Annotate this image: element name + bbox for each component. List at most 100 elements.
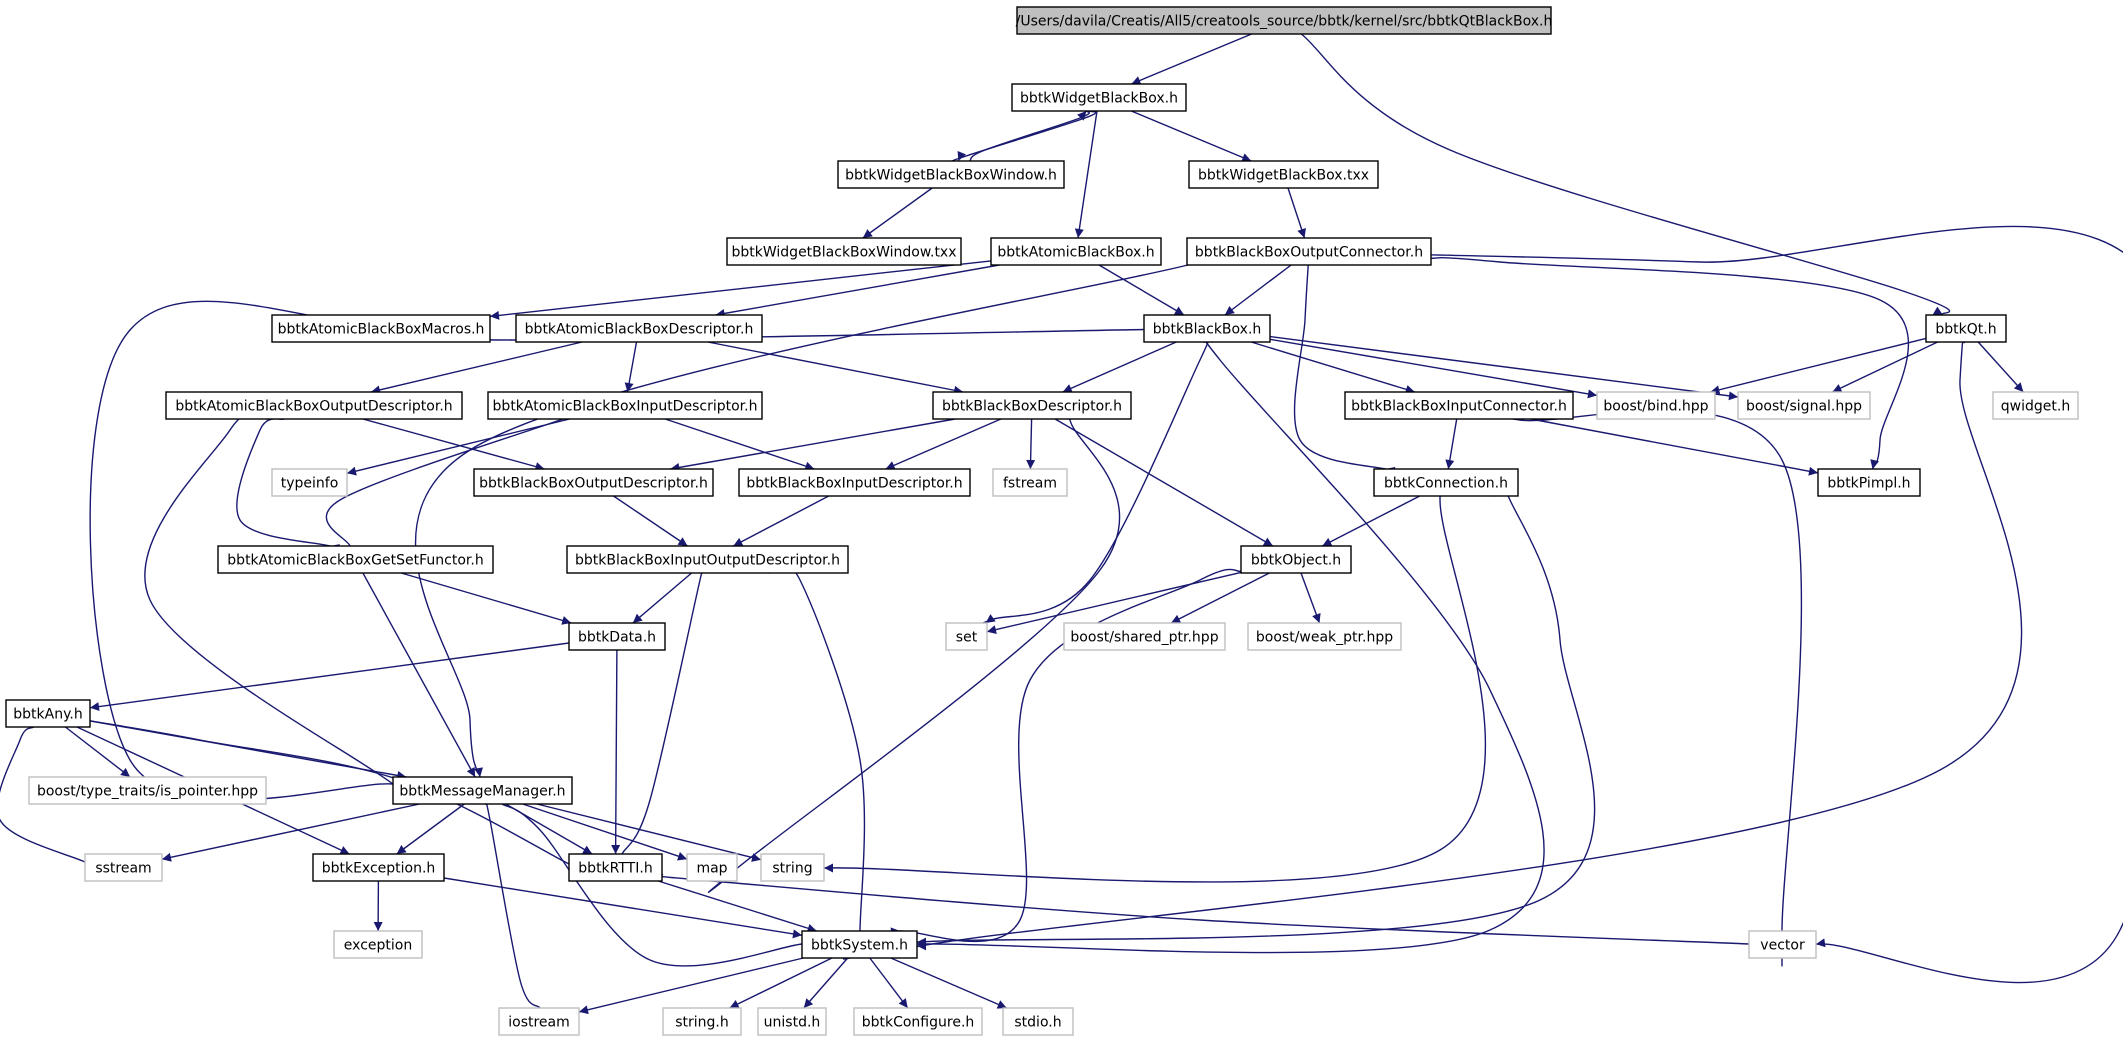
edge-bboutdesc-to-bbiodesc [613, 495, 688, 547]
edge-blackbox-to-boostsignal [1269, 335, 1739, 401]
node-label: bbtkQt.h [1935, 322, 1996, 338]
node-widgetbb[interactable]: bbtkWidgetBlackBox.h [1011, 83, 1187, 112]
node-label: boost/signal.hpp [1746, 399, 1862, 415]
node-qwidget: qwidget.h [1992, 391, 2079, 420]
node-label: qwidget.h [2001, 399, 2070, 415]
node-rtti[interactable]: bbtkRTTI.h [568, 853, 663, 882]
node-wbbtxx[interactable]: bbtkWidgetBlackBox.txx [1188, 160, 1379, 189]
node-label: bbtkAtomicBlackBoxDescriptor.h [525, 322, 754, 338]
node-atomicdesc[interactable]: bbtkAtomicBlackBoxDescriptor.h [515, 314, 763, 343]
node-set: set [945, 622, 988, 651]
edge-getset-to-msgmgr [362, 572, 476, 778]
node-bboutconn[interactable]: bbtkBlackBoxOutputConnector.h [1186, 237, 1432, 266]
node-atomicbb[interactable]: bbtkAtomicBlackBox.h [990, 237, 1162, 266]
edge-bboutconn-to-vector [1430, 225, 2123, 984]
node-box [392, 776, 573, 805]
node-box [1596, 391, 1716, 420]
edge-qt-to-qwidget [1977, 341, 2024, 393]
node-label: typeinfo [281, 476, 339, 492]
edge-root-to-widgetbb [1131, 33, 1252, 85]
node-box [1016, 6, 1552, 35]
node-box [686, 853, 738, 882]
node-label: unistd.h [764, 1015, 821, 1031]
node-label: fstream [1003, 476, 1057, 492]
node-box [757, 1007, 827, 1036]
node-box [498, 1007, 580, 1036]
node-label: exception [344, 938, 412, 954]
node-box [837, 160, 1065, 189]
node-label: bbtkPimpl.h [1827, 476, 1910, 492]
edge-atomicbb-to-blackbox [1098, 264, 1185, 316]
edge-system-to-unistd [803, 957, 849, 1009]
node-label: bbtkWidgetBlackBoxWindow.h [845, 168, 1057, 184]
edge-atomicindesc-to-bbindesc [664, 418, 815, 471]
node-label: bbtkWidgetBlackBox.h [1020, 91, 1178, 107]
node-label: string.h [675, 1015, 729, 1031]
edge-bbdesc-to-bbindesc [885, 418, 1002, 470]
edge-connection-to-string [779, 472, 1487, 883]
node-box [1817, 468, 1921, 497]
edge-blackbox-to-bbdesc [1062, 341, 1177, 393]
edge-atomicoutdesc-to-bboutdesc [362, 418, 545, 471]
node-bbdesc[interactable]: bbtkBlackBoxDescriptor.h [932, 391, 1132, 420]
node-label: boost/type_traits/is_pointer.hpp [37, 784, 258, 800]
edge-bbdesc-to-object [1054, 418, 1274, 547]
node-object[interactable]: bbtkObject.h [1240, 545, 1352, 574]
node-bboutdesc[interactable]: bbtkBlackBoxOutputDescriptor.h [473, 468, 714, 497]
edge-bboutconn-to-connection [1293, 264, 1397, 476]
node-blackbox[interactable]: bbtkBlackBox.h [1143, 314, 1271, 343]
node-qt[interactable]: bbtkQt.h [1925, 314, 2007, 343]
node-label: iostream [508, 1015, 570, 1031]
node-msgmgr[interactable]: bbtkMessageManager.h [392, 776, 573, 805]
node-atomicindesc[interactable]: bbtkAtomicBlackBoxInputDescriptor.h [487, 391, 763, 420]
node-label: bbtkBlackBoxOutputDescriptor.h [479, 476, 708, 492]
edge-bbdesc-to-fstream [1026, 418, 1036, 470]
node-typeinfo: typeinfo [271, 468, 348, 497]
node-box [566, 545, 849, 574]
node-wbbwin[interactable]: bbtkWidgetBlackBoxWindow.h [837, 160, 1065, 189]
node-macros[interactable]: bbtkAtomicBlackBoxMacros.h [271, 314, 491, 343]
edge-wbbwin-to-widgetbb [969, 110, 1090, 162]
node-data[interactable]: bbtkData.h [568, 622, 666, 651]
edge-wbbtxx-to-bboutconn [1287, 187, 1306, 239]
node-exception_h[interactable]: bbtkException.h [312, 853, 445, 882]
node-box [990, 237, 1162, 266]
edge-msgmgr-to-string [536, 803, 762, 862]
edge-atomicbb-to-atomicdesc [715, 264, 1000, 318]
node-box [1925, 314, 2007, 343]
node-box [271, 468, 348, 497]
node-wbbwintxx[interactable]: bbtkWidgetBlackBoxWindow.txx [726, 237, 962, 266]
edge-system-to-stdio [890, 957, 1007, 1009]
edge-msgmgr-to-exception_h [396, 803, 465, 855]
node-system[interactable]: bbtkSystem.h [801, 930, 918, 959]
node-label: bbtkException.h [322, 861, 436, 877]
node-connection[interactable]: bbtkConnection.h [1373, 468, 1519, 497]
node-map: map [686, 853, 738, 882]
edge-atomicdesc-to-atomicindesc [624, 341, 638, 393]
node-bbindesc[interactable]: bbtkBlackBoxInputDescriptor.h [738, 468, 971, 497]
node-label: bbtkAtomicBlackBox.h [997, 245, 1154, 261]
node-label: bbtkBlackBoxInputDescriptor.h [746, 476, 962, 492]
node-root[interactable]: /Users/davila/Creatis/All5/creatools_sou… [1016, 6, 1553, 35]
edge-root-to-qt [1300, 33, 1951, 316]
node-bbiodesc[interactable]: bbtkBlackBoxInputOutputDescriptor.h [566, 545, 849, 574]
node-label: bbtkBlackBox.h [1153, 322, 1262, 338]
edge-rtti-to-system [658, 880, 817, 933]
node-any[interactable]: bbtkAny.h [5, 699, 91, 728]
node-box [945, 622, 988, 651]
edge-bbiodesc-to-data [632, 572, 693, 624]
node-box [1063, 622, 1226, 651]
edge-widgetbb-to-atomicbb [1074, 110, 1098, 239]
node-box [487, 391, 763, 420]
edge-blackbox-to-set [980, 336, 1211, 625]
node-bbinconn[interactable]: bbtkBlackBoxInputConnector.h [1344, 391, 1574, 420]
edge-bbindesc-to-bbiodesc [732, 495, 830, 547]
node-label: boost/bind.hpp [1603, 399, 1708, 415]
node-label: map [696, 861, 727, 877]
node-getset[interactable]: bbtkAtomicBlackBoxGetSetFunctor.h [217, 545, 494, 574]
node-pimpl[interactable]: bbtkPimpl.h [1817, 468, 1921, 497]
node-atomicoutdesc[interactable]: bbtkAtomicBlackBoxOutputDescriptor.h [165, 391, 463, 420]
node-label: bbtkBlackBoxInputConnector.h [1351, 399, 1567, 415]
node-box [28, 776, 267, 805]
node-label: bbtkWidgetBlackBoxWindow.txx [732, 245, 957, 261]
